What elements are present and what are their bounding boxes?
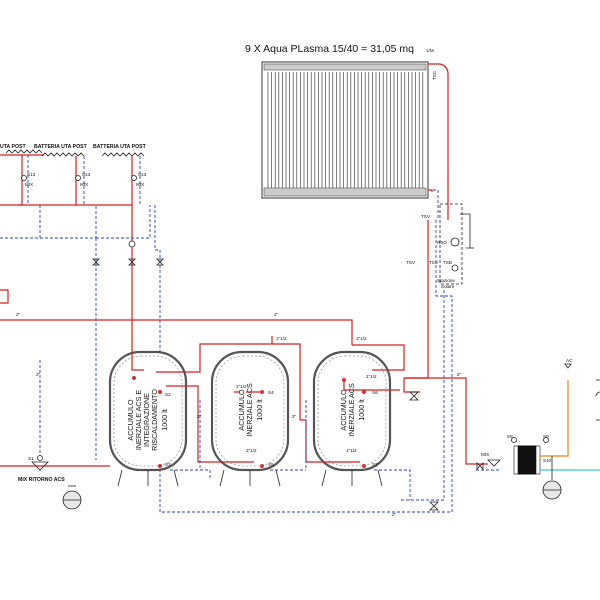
svg-text:S2: S2 bbox=[165, 392, 171, 397]
svg-text:Stazione: Stazione bbox=[437, 278, 455, 283]
svg-text:1"1/2: 1"1/2 bbox=[346, 448, 357, 453]
battery-unit-3 bbox=[101, 152, 145, 205]
svg-text:S3: S3 bbox=[165, 462, 171, 467]
svg-text:MIX: MIX bbox=[80, 182, 88, 187]
svg-text:TSS: TSS bbox=[429, 260, 438, 265]
svg-text:1000 lt: 1000 lt bbox=[160, 409, 169, 431]
svg-text:1"1/2: 1"1/2 bbox=[246, 448, 257, 453]
svg-text:1"1/2: 1"1/2 bbox=[276, 336, 287, 341]
collector-flow-line bbox=[428, 63, 449, 220]
svg-text:INERZIALE ACS: INERZIALE ACS bbox=[347, 383, 356, 437]
expansion-vessel-right bbox=[542, 480, 562, 500]
hx-supply-line bbox=[404, 377, 488, 465]
main-red-line bbox=[0, 319, 353, 345]
svg-text:ACCUMULO: ACCUMULO bbox=[339, 389, 348, 431]
heating-supply-header bbox=[18, 204, 133, 320]
mix-valve-right bbox=[487, 459, 501, 467]
svg-text:INTEGRAZIONE: INTEGRAZIONE bbox=[142, 393, 151, 447]
solar-collector-array bbox=[261, 61, 429, 199]
svg-text:S13: S13 bbox=[82, 172, 91, 177]
mix-valve-left bbox=[31, 455, 49, 471]
svg-text:S4: S4 bbox=[268, 390, 274, 395]
tank-sensors bbox=[132, 376, 366, 468]
svg-text:MIX: MIX bbox=[481, 452, 489, 457]
svg-text:2": 2" bbox=[36, 372, 41, 377]
tank-3 bbox=[312, 350, 392, 487]
svg-text:UTA POST: UTA POST bbox=[0, 144, 26, 150]
expansion-vessel-left bbox=[62, 485, 82, 510]
svg-text:S1: S1 bbox=[28, 456, 34, 461]
svg-text:MIX: MIX bbox=[25, 182, 33, 187]
svg-text:S8: S8 bbox=[507, 434, 513, 439]
svg-text:1000 lt: 1000 lt bbox=[357, 399, 366, 421]
tank-2-label: ACCUMULO INERZIALE ACS 1000 lt bbox=[237, 383, 264, 437]
svg-text:S6: S6 bbox=[372, 390, 378, 395]
solar-return-line bbox=[159, 220, 453, 513]
svg-text:TSB: TSB bbox=[443, 260, 452, 265]
svg-text:MIX: MIX bbox=[136, 182, 144, 187]
collector-title: 9 X Aqua PLasma 15/40 = 31,05 mq bbox=[245, 43, 414, 55]
tank-3-label: ACCUMULO INERZIALE ACS 1000 lt bbox=[339, 383, 366, 437]
svg-text:RSO: RSO bbox=[437, 240, 447, 245]
battery-unit-2 bbox=[41, 152, 85, 205]
svg-text:BATTERIA UTA POST: BATTERIA UTA POST bbox=[34, 144, 88, 150]
tank-1 bbox=[108, 350, 188, 487]
svg-text:MIX RITORNO ACS: MIX RITORNO ACS bbox=[18, 477, 65, 483]
valves bbox=[92, 258, 484, 511]
svg-text:2": 2" bbox=[457, 372, 462, 377]
circulator-pump-icon bbox=[128, 240, 136, 248]
svg-text:S10: S10 bbox=[543, 458, 552, 463]
svg-text:AC: AC bbox=[566, 358, 573, 363]
svg-text:TSV: TSV bbox=[406, 260, 416, 265]
svg-text:1"1/2: 1"1/2 bbox=[356, 336, 367, 341]
svg-text:S5: S5 bbox=[268, 462, 274, 467]
battery-unit-1 bbox=[0, 149, 44, 206]
svg-text:S13: S13 bbox=[138, 172, 147, 177]
svg-text:1"1/2: 1"1/2 bbox=[366, 374, 377, 379]
hot-water-line bbox=[540, 380, 569, 457]
svg-text:ACCUMULO: ACCUMULO bbox=[126, 399, 135, 441]
solar-station-box bbox=[439, 203, 463, 285]
svg-text:INERZIALE ACS: INERZIALE ACS bbox=[245, 383, 254, 437]
svg-text:2": 2" bbox=[274, 312, 279, 317]
svg-text:2": 2" bbox=[392, 512, 397, 517]
tank-1-label: ACCUMULO INERZIALE ACS E INTEGRAZIONE RI… bbox=[126, 389, 169, 451]
svg-text:RISCALDAMENTO: RISCALDAMENTO bbox=[150, 389, 159, 451]
tank-2 bbox=[210, 350, 290, 487]
collector-tubes bbox=[267, 72, 424, 188]
solar-supply-line bbox=[404, 220, 429, 379]
svg-text:S13: S13 bbox=[27, 172, 36, 177]
svg-text:S7: S7 bbox=[372, 462, 378, 467]
svg-text:1"1/2: 1"1/2 bbox=[236, 384, 247, 389]
svg-text:2": 2" bbox=[16, 312, 21, 317]
svg-text:2": 2" bbox=[292, 414, 297, 419]
svg-text:TSV: TSV bbox=[421, 214, 431, 219]
svg-text:BATTERIA UTA POST: BATTERIA UTA POST bbox=[93, 144, 147, 150]
svg-text:INERZIALE ACS E: INERZIALE ACS E bbox=[134, 390, 143, 451]
svg-text:Solare: Solare bbox=[441, 284, 455, 289]
solar-pump-icon bbox=[450, 237, 460, 247]
heat-exchanger bbox=[513, 445, 541, 475]
collector-return-line bbox=[428, 189, 439, 220]
svg-text:S9: S9 bbox=[543, 434, 549, 439]
svg-text:1000 lt: 1000 lt bbox=[255, 399, 264, 421]
svg-text:TSC: TSC bbox=[432, 70, 437, 80]
svg-text:ACCUMULO: ACCUMULO bbox=[237, 389, 246, 431]
svg-text:1/M: 1/M bbox=[426, 48, 434, 53]
svg-text:2": 2" bbox=[197, 414, 202, 419]
